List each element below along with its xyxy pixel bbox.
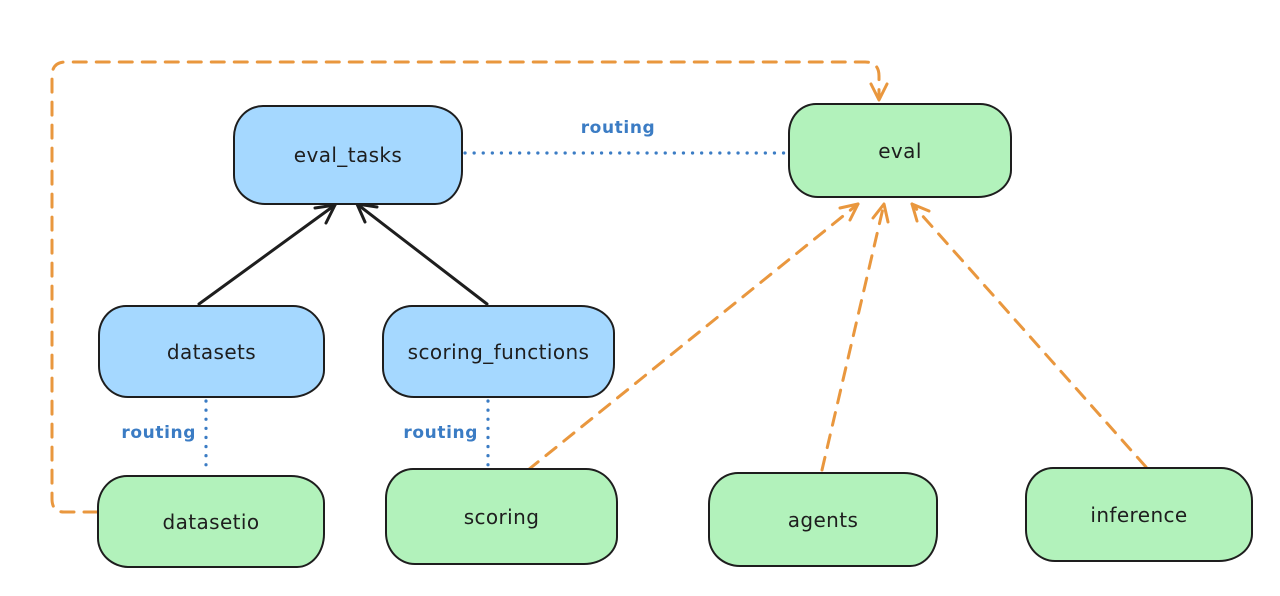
node-scoring-functions: scoring_functions [382,305,615,398]
node-datasetio: datasetio [97,475,325,568]
node-eval-tasks-label: eval_tasks [293,143,403,167]
edge-inference-to-eval [910,202,1148,469]
node-datasets-label: datasets [166,339,257,364]
node-eval-tasks: eval_tasks [233,105,463,205]
node-inference-label: inference [1090,502,1188,527]
node-scoring: scoring [385,468,618,565]
node-eval-label: eval [878,138,922,163]
edge-datasets-to-eval_tasks [197,203,337,306]
edge-agents-to-eval [820,202,890,472]
node-eval: eval [788,103,1012,198]
node-scoring-functions-label: scoring_functions [407,339,590,364]
edge-datasetio-to-eval [50,60,889,514]
node-datasetio-label: datasetio [162,509,260,534]
node-scoring-label: scoring [463,504,540,529]
edge-scoring_functions-to-eval_tasks [355,202,489,306]
edge-label-routing-datasets-datasetio: routing [121,423,196,443]
edge-label-routing-scoring-functions-scoring: routing [403,423,478,443]
node-inference: inference [1025,467,1253,562]
edge-scoring-to-eval [526,202,860,472]
edge-label-routing-eval-tasks-eval: routing [580,118,656,138]
node-datasets: datasets [98,305,325,398]
node-agents-label: agents [787,507,859,532]
node-agents: agents [708,472,938,567]
